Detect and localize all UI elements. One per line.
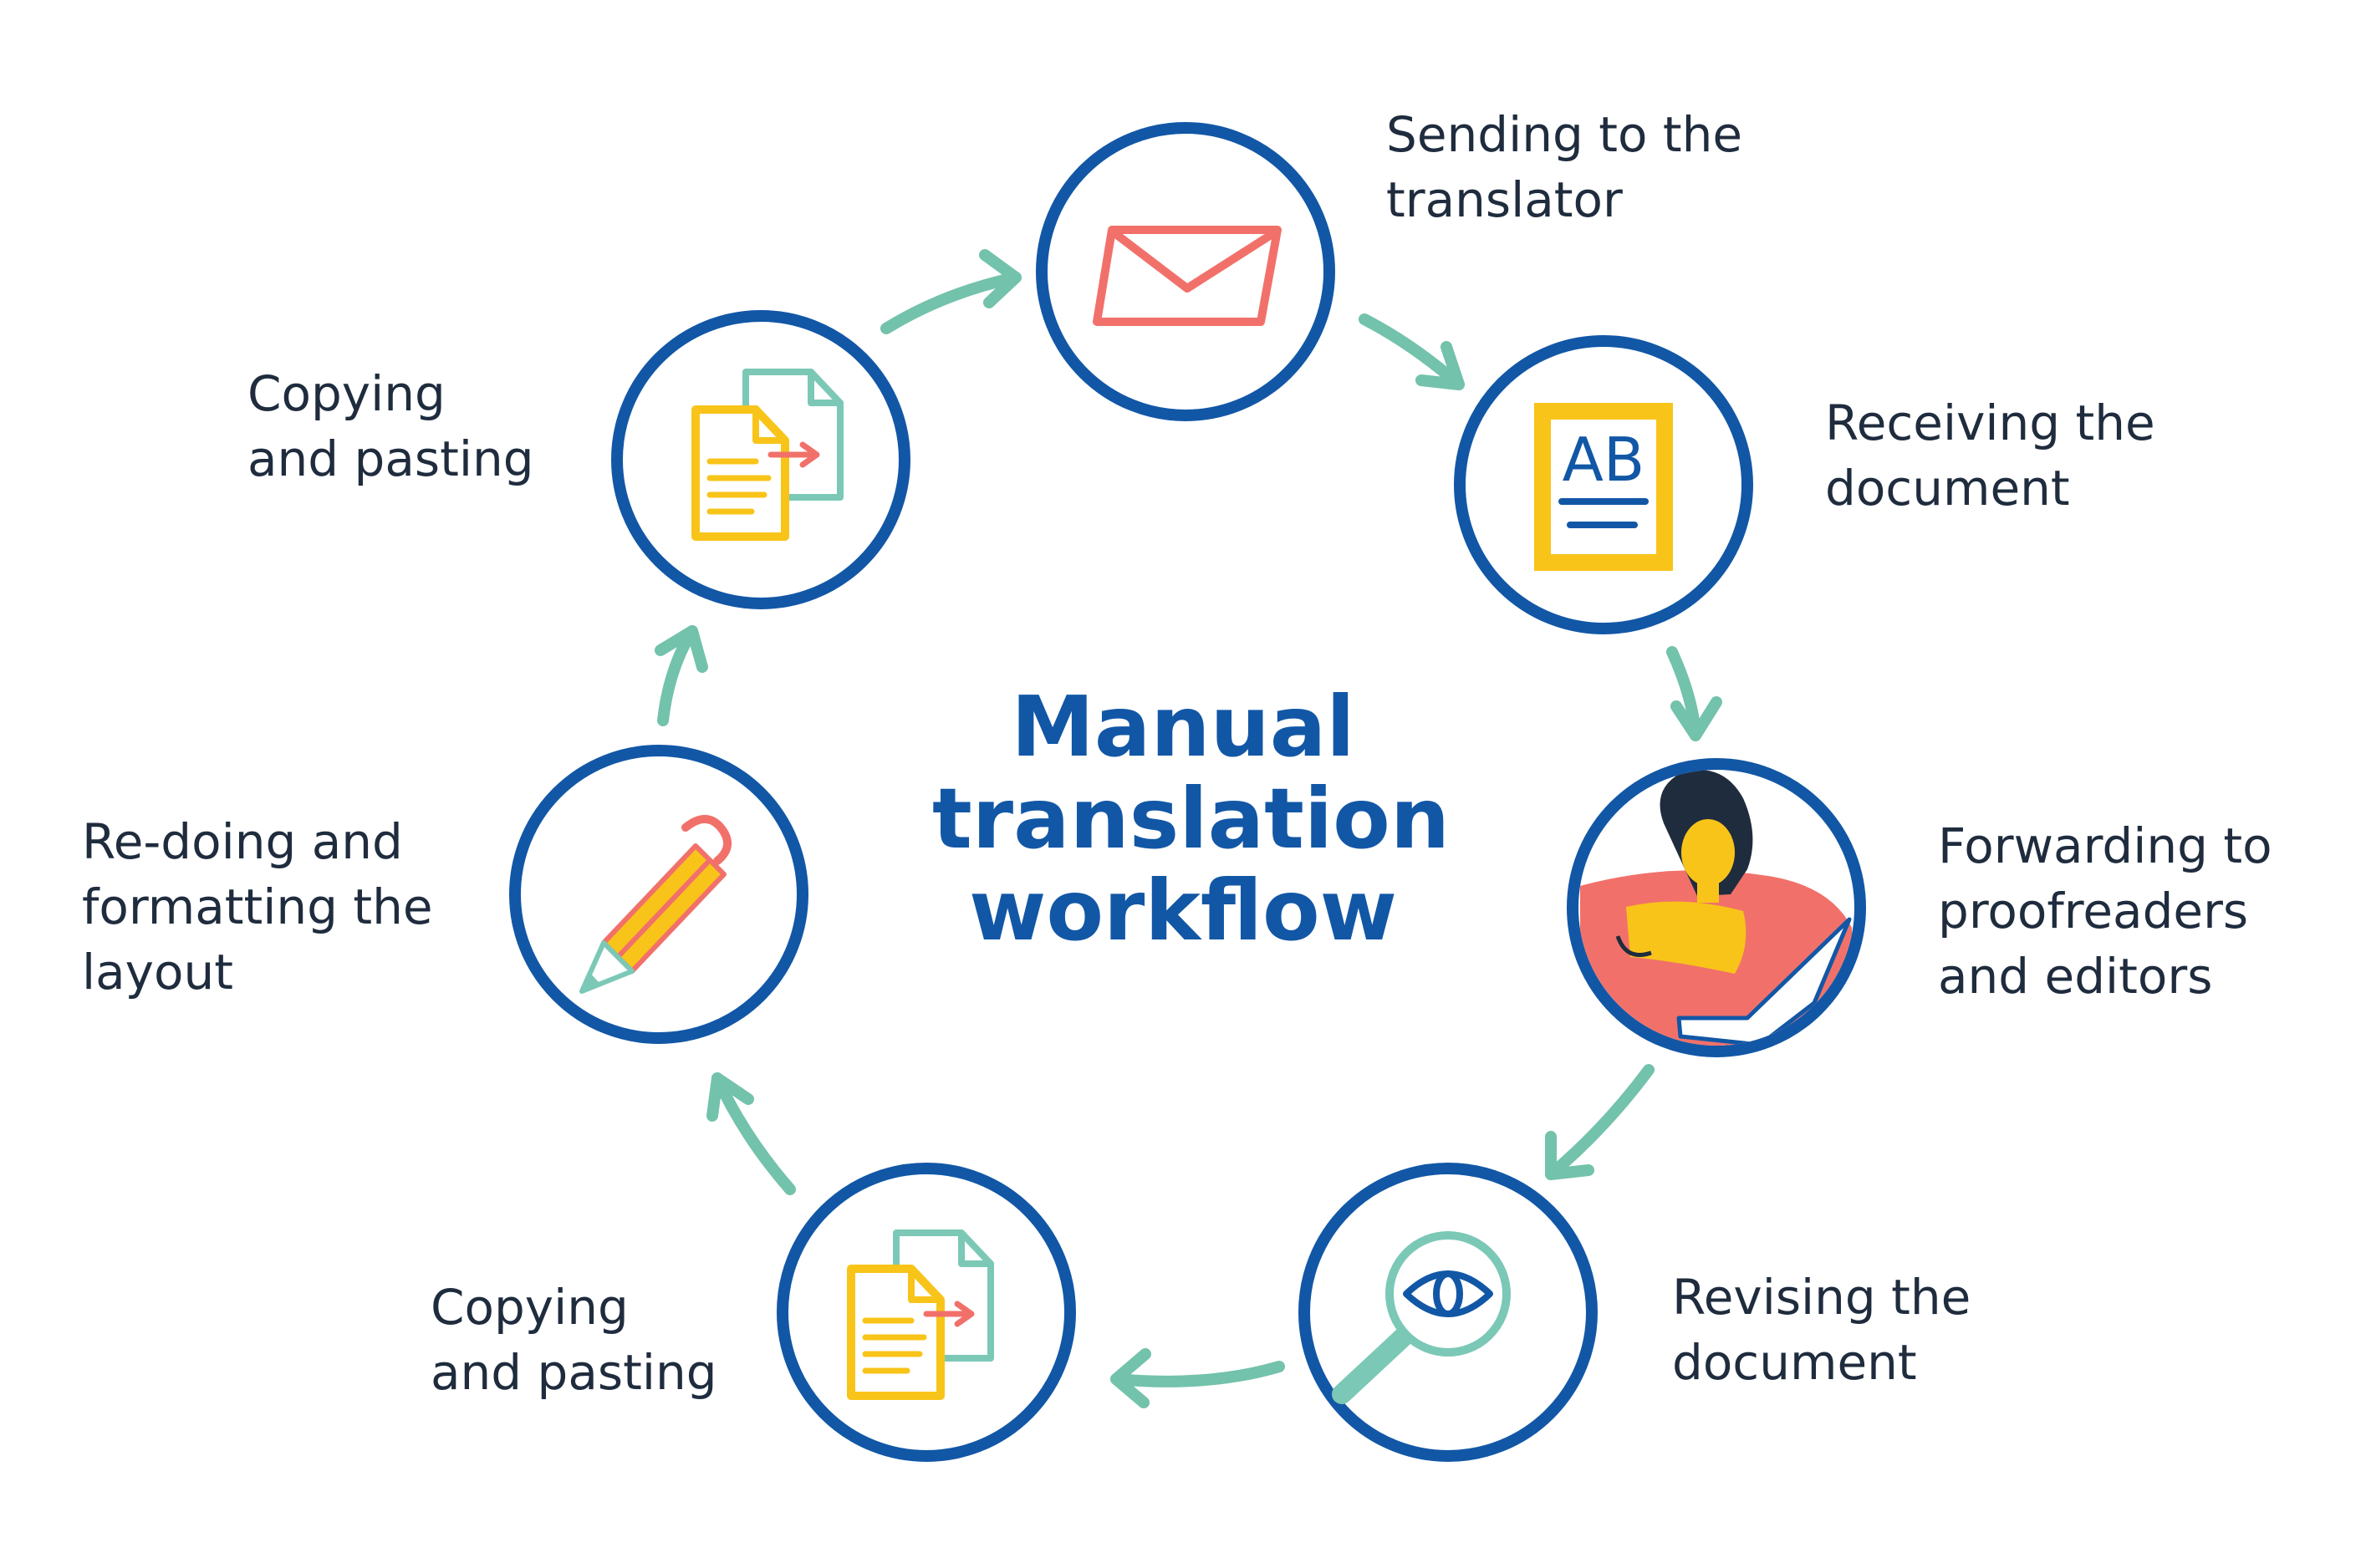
arrow-step5-to-step6	[706, 1072, 796, 1195]
step-label-sending-to-translator: Sending to the translator	[1386, 106, 1743, 228]
step-label-copying-pasting-bottom: Copying and pasting	[431, 1279, 717, 1401]
arrow-step3-to-step4	[1545, 1064, 1655, 1180]
svg-text:AB: AB	[1563, 425, 1645, 495]
step-label-forwarding-proofreaders: Forwarding to proofreaders and editors	[1938, 817, 2272, 1005]
arrow-step6-to-step7	[655, 625, 708, 726]
step-label-copying-pasting-top: Copying and pasting	[247, 365, 534, 487]
ab-document-icon: AB	[1534, 403, 1673, 571]
step-label-revising-document: Revising the document	[1672, 1269, 1971, 1391]
arrow-step2-to-step3	[1666, 646, 1722, 741]
diagram-title: Manual translation workflow	[932, 678, 1451, 960]
arrow-step4-to-step5	[1110, 1348, 1285, 1408]
arrow-step7-to-step1	[880, 249, 1022, 334]
step-label-redoing-formatting: Re-doing and formatting the layout	[82, 813, 433, 1000]
pencil-icon	[579, 815, 732, 994]
connector-arrows	[655, 249, 1722, 1408]
copy-paste-icon	[691, 369, 844, 541]
person-laptop-icon	[1580, 770, 1852, 1046]
envelope-icon	[1093, 226, 1282, 326]
arrow-step1-to-step2	[1359, 313, 1465, 390]
step-label-receiving-document: Receiving the document	[1825, 395, 2155, 517]
magnifier-eye-icon	[1332, 1231, 1511, 1404]
copy-paste-icon	[847, 1229, 994, 1400]
